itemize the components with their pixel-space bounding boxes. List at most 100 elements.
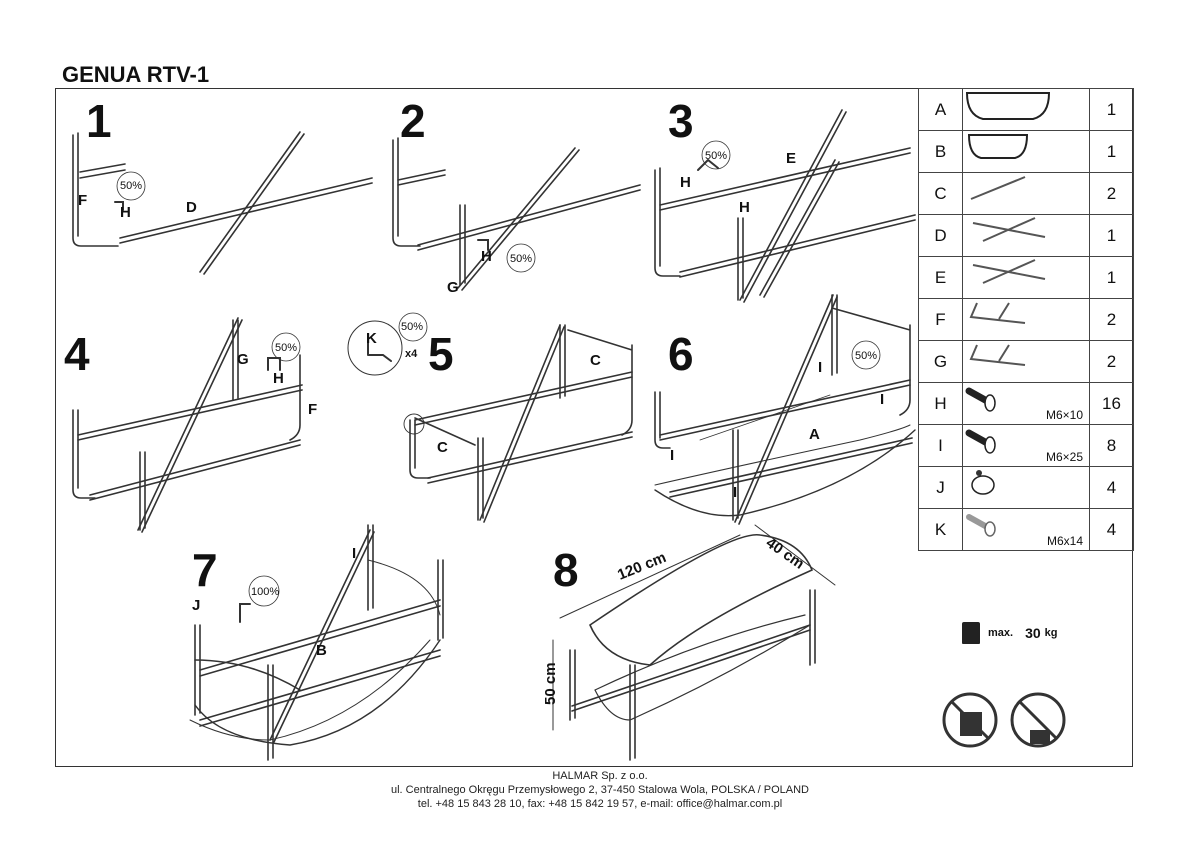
part-row: K M6x14 4 bbox=[918, 508, 1134, 551]
part-letter: B bbox=[918, 130, 963, 173]
part-quantity: 16 bbox=[1089, 382, 1134, 425]
part-label: J bbox=[192, 597, 200, 614]
part-label: G bbox=[237, 351, 249, 368]
part-label: A bbox=[809, 426, 820, 443]
part-letter: F bbox=[918, 298, 963, 341]
part-label: I bbox=[733, 484, 737, 501]
part-image: M6x14 bbox=[962, 508, 1090, 551]
part-label: H bbox=[273, 370, 284, 387]
part-label: I bbox=[880, 391, 884, 408]
part-letter: D bbox=[918, 214, 963, 257]
part-image bbox=[962, 340, 1090, 383]
part-image bbox=[962, 172, 1090, 215]
part-label: B bbox=[316, 642, 327, 659]
part-quantity: 1 bbox=[1089, 130, 1134, 173]
part-spec: M6×25 bbox=[1045, 450, 1083, 464]
step-number: 4 bbox=[64, 328, 90, 380]
part-label: D bbox=[186, 199, 197, 216]
step-number: 1 bbox=[86, 95, 112, 147]
step-number: 7 bbox=[192, 544, 218, 596]
company-address: ul. Centralnego Okręgu Przemysłowego 2, … bbox=[390, 784, 809, 796]
part-letter: A bbox=[918, 88, 963, 131]
tightness-percent: 50% bbox=[401, 321, 423, 333]
dimension-height: 50 cm bbox=[542, 662, 559, 705]
step-number: 8 bbox=[553, 544, 579, 596]
part-label: H bbox=[680, 174, 691, 191]
part-label: H bbox=[739, 199, 750, 216]
part-label: K bbox=[366, 330, 377, 347]
part-image: M6×25 bbox=[962, 424, 1090, 467]
part-letter: G bbox=[918, 340, 963, 383]
part-letter: E bbox=[918, 256, 963, 299]
step-7-drawing bbox=[189, 524, 444, 761]
part-letter: I bbox=[918, 424, 963, 467]
part-label: C bbox=[437, 439, 448, 456]
part-label: E bbox=[786, 150, 796, 167]
max-label: max. bbox=[988, 627, 1014, 639]
step-1-drawing bbox=[72, 131, 373, 275]
part-image bbox=[962, 88, 1090, 131]
part-label: I bbox=[670, 447, 674, 464]
dimension-width: 120 cm bbox=[615, 549, 669, 584]
part-quantity: 1 bbox=[1089, 256, 1134, 299]
part-quantity: 4 bbox=[1089, 466, 1134, 509]
step-4-drawing bbox=[72, 317, 303, 533]
part-quantity: 4 bbox=[1089, 508, 1134, 551]
part-label: F bbox=[308, 401, 317, 418]
weight-icon bbox=[962, 622, 980, 644]
part-letter: C bbox=[918, 172, 963, 215]
step-2-drawing bbox=[392, 137, 641, 291]
part-label: H bbox=[481, 248, 492, 265]
dimension-depth: 40 cm bbox=[763, 534, 808, 572]
step-6-drawing bbox=[654, 294, 916, 525]
max-unit: kg bbox=[1044, 627, 1058, 639]
quantity-label: x4 bbox=[405, 348, 418, 360]
part-label: G bbox=[447, 279, 459, 296]
tightness-percent: 50% bbox=[275, 342, 297, 354]
tightness-percent: 50% bbox=[705, 150, 727, 162]
tightness-percent: 100% bbox=[251, 586, 279, 598]
part-image bbox=[962, 130, 1090, 173]
step-3-drawing bbox=[654, 109, 916, 303]
part-image bbox=[962, 298, 1090, 341]
footer: HALMAR Sp. z o.o. ul. Centralnego Okręgu… bbox=[0, 769, 1200, 811]
max-value: 30 bbox=[1025, 625, 1041, 641]
step-number: 5 bbox=[428, 328, 454, 380]
part-spec: M6x14 bbox=[1046, 534, 1083, 548]
step-number: 3 bbox=[668, 95, 694, 147]
part-image bbox=[962, 214, 1090, 257]
no-standing-icon bbox=[1010, 692, 1066, 748]
part-quantity: 2 bbox=[1089, 298, 1134, 341]
part-letter: K bbox=[918, 508, 963, 551]
company-contact: tel. +48 15 843 28 10, fax: +48 15 842 1… bbox=[417, 798, 783, 810]
document-title: GENUA RTV-1 bbox=[62, 62, 210, 87]
step-number: 2 bbox=[400, 95, 426, 147]
step-5-drawing bbox=[347, 312, 633, 523]
company-name: HALMAR Sp. z o.o. bbox=[552, 770, 648, 782]
part-label: C bbox=[590, 352, 601, 369]
part-quantity: 2 bbox=[1089, 340, 1134, 383]
max-load: max. 30 kg bbox=[962, 622, 1058, 644]
no-climbing-icon bbox=[942, 692, 998, 748]
part-letter: H bbox=[918, 382, 963, 425]
part-quantity: 2 bbox=[1089, 172, 1134, 215]
step-8-drawing bbox=[552, 524, 836, 761]
part-quantity: 1 bbox=[1089, 88, 1134, 131]
part-quantity: 1 bbox=[1089, 214, 1134, 257]
part-letter: J bbox=[918, 466, 963, 509]
part-label: I bbox=[352, 545, 356, 562]
